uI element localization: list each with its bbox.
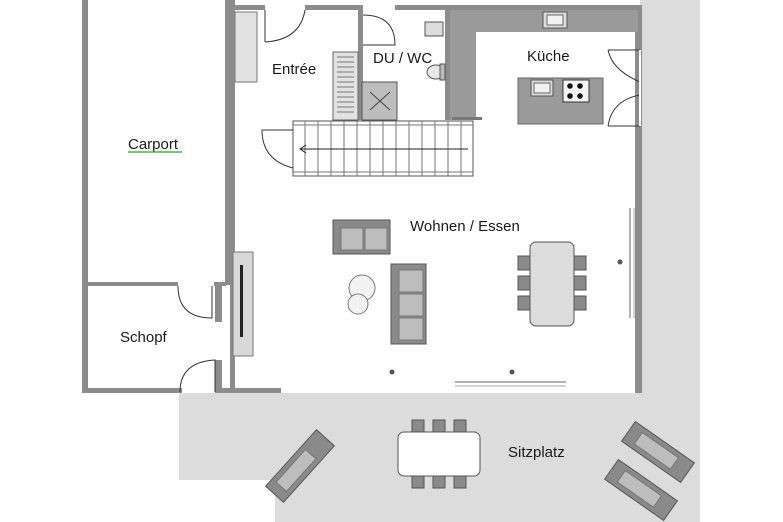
hob-icon [562,79,590,103]
sunlounger-icon [620,420,696,484]
label-sitzplatz: Sitzplatz [508,444,565,461]
kitchen-fixtures [517,11,604,125]
wc-fixtures [332,14,446,121]
label-wohnen-essen: Wohnen / Essen [410,218,520,235]
label-schopf: Schopf [120,329,168,346]
walls [82,0,642,393]
living-furniture [232,219,427,357]
staircase [261,120,474,177]
sunlounger-icon [603,458,679,522]
schopf-doors [177,285,216,393]
label-du-wc: DU / WC [373,50,432,67]
label-kueche: Küche [527,48,570,65]
terrace-furniture [264,419,696,522]
entree-fixtures [234,9,306,83]
label-carport: Carport [128,136,179,153]
label-entree: Entrée [272,61,316,78]
terrace [179,0,700,522]
kitchen-door [607,49,641,127]
stair-door [261,129,294,169]
entry-door [264,9,306,43]
sliding-doors [389,208,635,387]
sunlounger-icon [264,429,336,503]
dining-table [517,241,587,327]
room-labels: Carport Schopf Entrée DU / WC Küche Wohn… [120,48,570,461]
washbasin-icon [424,21,444,37]
